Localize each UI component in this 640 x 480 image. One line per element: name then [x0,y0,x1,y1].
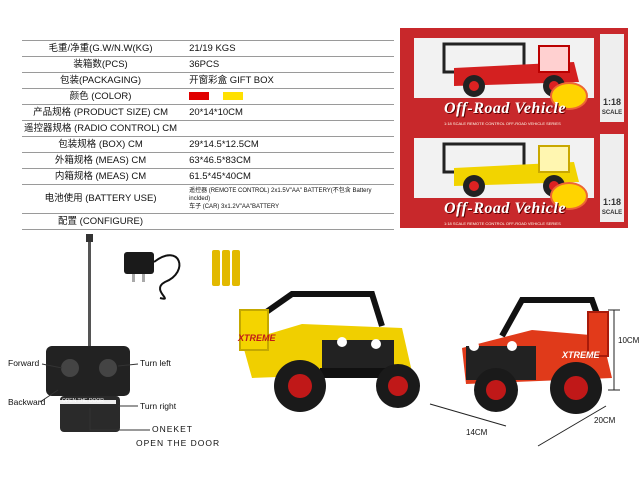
spec-row: 电池使用 (BATTERY USE) 遥控器 (REMOTE CONTROL) … [22,184,394,214]
promo-burst-icon [550,82,588,110]
box-side-panel [600,34,624,122]
decal-yellow: XTREME [238,333,276,343]
turn-left-label: Turn left [140,358,171,368]
forward-label: Forward [8,358,40,368]
color-swatches [179,88,394,105]
battery-info: 遥控器 (REMOTE CONTROL) 2x1.5V"AA" BATTERY(… [179,184,394,214]
battery-line-car: 车子 (CAR) 3x1.2V"AA"BATTERY [189,204,280,210]
decal-red: XTREME [562,350,600,360]
box-side-panel [600,134,624,222]
spec-label: 遥控器规格 (RADIO CONTROL) CM [22,120,180,137]
spec-value: 20*14*10CM [179,104,394,121]
remote-panel-text: OPEN THE DOOR [62,398,104,404]
spec-table: 毛重/净重(G.W/N.W(KG)21/19 KGS 装箱数(PCS)36PCS… [22,40,394,230]
spec-label: 毛重/净重(G.W/N.W(KG) [22,40,180,57]
door-key-label-2: OPEN THE DOOR [136,438,221,448]
box-brand: Off-Road Vehicle [444,100,566,117]
spec-label: 装箱数(PCS) [22,56,180,73]
backward-label: Backward [8,397,46,407]
box-strip-text: 1:18 SCALE REMOTE CONTROL OFF-ROAD VEHIC… [444,121,561,126]
spec-row: 毛重/净重(G.W/N.W(KG)21/19 KGS [22,40,394,57]
spec-value: 63*46.5*83CM [179,152,394,169]
spec-row: 装箱数(PCS)36PCS [22,56,394,73]
battery-line-remote: 遥控器 (REMOTE CONTROL) 2x1.5V"AA" BATTERY(… [189,188,372,202]
spec-value: 开窗彩盒 GIFT BOX [179,72,394,89]
length-dimension: 20CM [594,416,616,425]
red-swatch [189,91,210,100]
spec-label: 外箱规格 (MEAS) CM [22,152,180,169]
remote-body [46,346,130,396]
scale-word: SCALE [601,210,623,216]
antenna [88,236,91,356]
width-dimension: 14CM [466,428,488,437]
spec-row: 颜色 (COLOR) [22,88,394,105]
spec-label: 颜色 (COLOR) [22,88,180,105]
scale-value: 1:18 [602,197,621,207]
open-door [239,309,269,351]
red-jeep-image [414,38,594,98]
open-door [587,311,609,357]
scale-value: 1:18 [602,97,621,107]
spec-label: 包装(PACKAGING) [22,72,180,89]
spec-label: 配置 (CONFIGURE) [22,213,180,230]
spec-row: 包装(PACKAGING)开窗彩盒 GIFT BOX [22,72,394,89]
spec-label: 包装规格 (BOX) CM [22,136,180,153]
accessories [124,250,240,300]
spec-value: 21/19 KGS [179,40,394,57]
spec-value [179,213,394,230]
spec-row: 配置 (CONFIGURE) [22,213,394,230]
spec-value [179,120,394,137]
promo-burst-icon [550,182,588,210]
dimension-lines [429,309,620,447]
spec-row: 遥控器规格 (RADIO CONTROL) CM [22,120,394,137]
box-brand: Off-Road Vehicle [444,200,566,217]
spec-value: 61.5*45*40CM [179,168,394,185]
yellow-jeep [239,291,420,412]
battery-icon [212,250,240,286]
scale-word: SCALE [601,110,623,116]
height-dimension: 10CM [618,336,640,345]
charger-icon [124,252,181,300]
remote-control-diagram [39,234,150,432]
box-window [414,38,594,98]
turn-right-label: Turn right [140,401,177,411]
spec-value: 36PCS [179,56,394,73]
yellow-swatch [223,91,244,100]
spec-value: 29*14.5*12.5CM [179,136,394,153]
spec-label: 产品规格 (PRODUCT SIZE) CM [22,104,180,121]
door-key-label-1: ONEKET [152,424,193,434]
spec-label: 电池使用 (BATTERY USE) [22,184,180,214]
box-strip-text: 1:18 SCALE REMOTE CONTROL OFF-ROAD VEHIC… [444,221,561,226]
spec-label: 内箱规格 (MEAS) CM [22,168,180,185]
red-jeep [462,297,612,414]
